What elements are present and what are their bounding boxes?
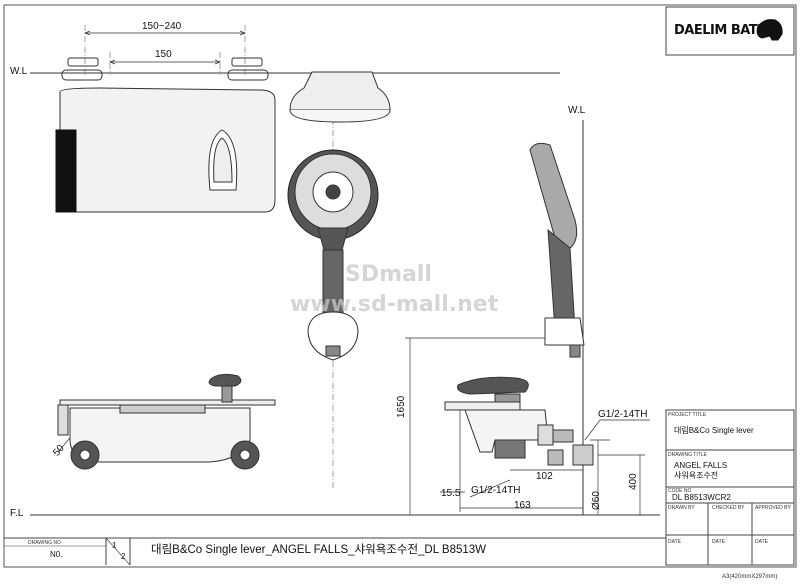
date-label-3: DATE (755, 539, 768, 545)
wall-line-left-label: W.L (10, 66, 28, 77)
wall-line-right-label: W.L (568, 105, 586, 116)
dim-163: 163 (514, 500, 531, 511)
drawing-no: N0. (50, 550, 63, 559)
project-title: 대림B&Co Single lever (674, 426, 754, 435)
logo-text: DAELIM BATH (674, 23, 768, 38)
dim-102: 102 (536, 471, 553, 482)
dim-15-5: 15.5 (441, 488, 461, 499)
logo-bear-icon (756, 19, 783, 41)
shower-side-view (529, 142, 585, 358)
thread-lower: G1/2-14TH (471, 485, 521, 496)
drawing-title-1: ANGEL FALLS (674, 461, 728, 470)
watermark-line2: www.sd-mall.net (290, 292, 499, 317)
sheet-total: 2 (121, 552, 126, 561)
date-label-1: DATE (668, 539, 681, 545)
side-faucet (444, 376, 594, 466)
project-title-label: PROJECT TITLE (668, 412, 707, 418)
shower-head-side (289, 71, 391, 123)
approved-by-label: APPROVED BY (755, 505, 791, 511)
drawing-title-label: DRAWING TITLE (668, 452, 707, 458)
watermark-line1: SDmall (345, 262, 432, 287)
dim-400: 400 (628, 473, 639, 490)
thread-right: G1/2-14TH (598, 409, 648, 420)
logo-box (665, 6, 795, 56)
date-label-2: DATE (712, 539, 725, 545)
drawing-no-label: DRAWING NO (28, 540, 61, 546)
sheet-number: 1 (112, 541, 117, 550)
dim-60: Ø60 (591, 491, 602, 510)
dim-top-spacing: 150 (155, 49, 172, 60)
front-faucet (57, 373, 276, 470)
shower-head-front (287, 149, 379, 361)
paper-size: A3(420mmX297mm) (722, 574, 778, 580)
dim-top-range: 150~240 (142, 21, 182, 32)
top-view-faucet (55, 57, 276, 213)
code-no-label: CODE NO (668, 488, 692, 494)
floor-line-label: F.L (10, 508, 24, 519)
code-no: DL B8513WCR2 (672, 493, 731, 502)
drawn-by-label: DRAWN BY (668, 505, 695, 511)
drawing-title-2: 샤워욕조수전 (674, 471, 719, 480)
checked-by-label: CHECKED BY (712, 505, 745, 511)
dim-1650: 1650 (396, 395, 407, 418)
drawing-description: 대림B&Co Single lever_ANGEL FALLS_샤워욕조수전_D… (151, 544, 487, 556)
sheet-border (3, 4, 797, 568)
